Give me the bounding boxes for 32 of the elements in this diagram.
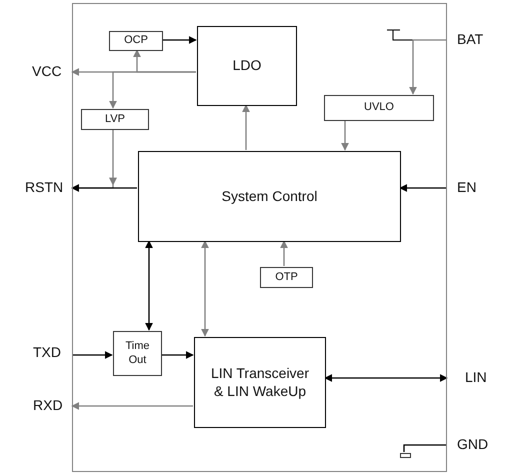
pin-label: BAT <box>457 31 484 49</box>
block-label: System Control <box>222 188 318 206</box>
arrow <box>162 36 197 44</box>
block-label: LVP <box>105 112 125 126</box>
arrow <box>409 39 447 95</box>
block-label: LDO <box>232 57 262 75</box>
pin-label: GND <box>457 436 488 454</box>
ground-symbol <box>400 453 411 458</box>
arrow <box>71 184 137 192</box>
arrow <box>341 120 349 151</box>
arrow <box>71 402 193 410</box>
arrow <box>324 374 448 382</box>
block-label: LIN Transceiver & LIN WakeUp <box>210 365 310 400</box>
pin-label: EN <box>457 179 476 197</box>
block-label: UVLO <box>364 101 394 115</box>
arrow <box>280 240 288 266</box>
pin-label: TXD <box>33 344 61 362</box>
pin-label: RXD <box>33 397 63 415</box>
pin-label: VCC <box>32 63 62 81</box>
arrow <box>399 184 447 192</box>
chip-outline <box>72 3 447 472</box>
arrow <box>161 351 194 359</box>
pin-label: RSTN <box>25 179 64 197</box>
arrow <box>109 71 196 109</box>
block-label: OCP <box>124 34 148 48</box>
arrow <box>201 240 209 337</box>
arrow <box>242 104 250 150</box>
block-label: OTP <box>275 270 298 284</box>
block-label: Time Out <box>124 340 151 368</box>
arrow <box>72 351 113 359</box>
arrow <box>145 240 153 331</box>
pin-label: LIN <box>465 369 487 387</box>
